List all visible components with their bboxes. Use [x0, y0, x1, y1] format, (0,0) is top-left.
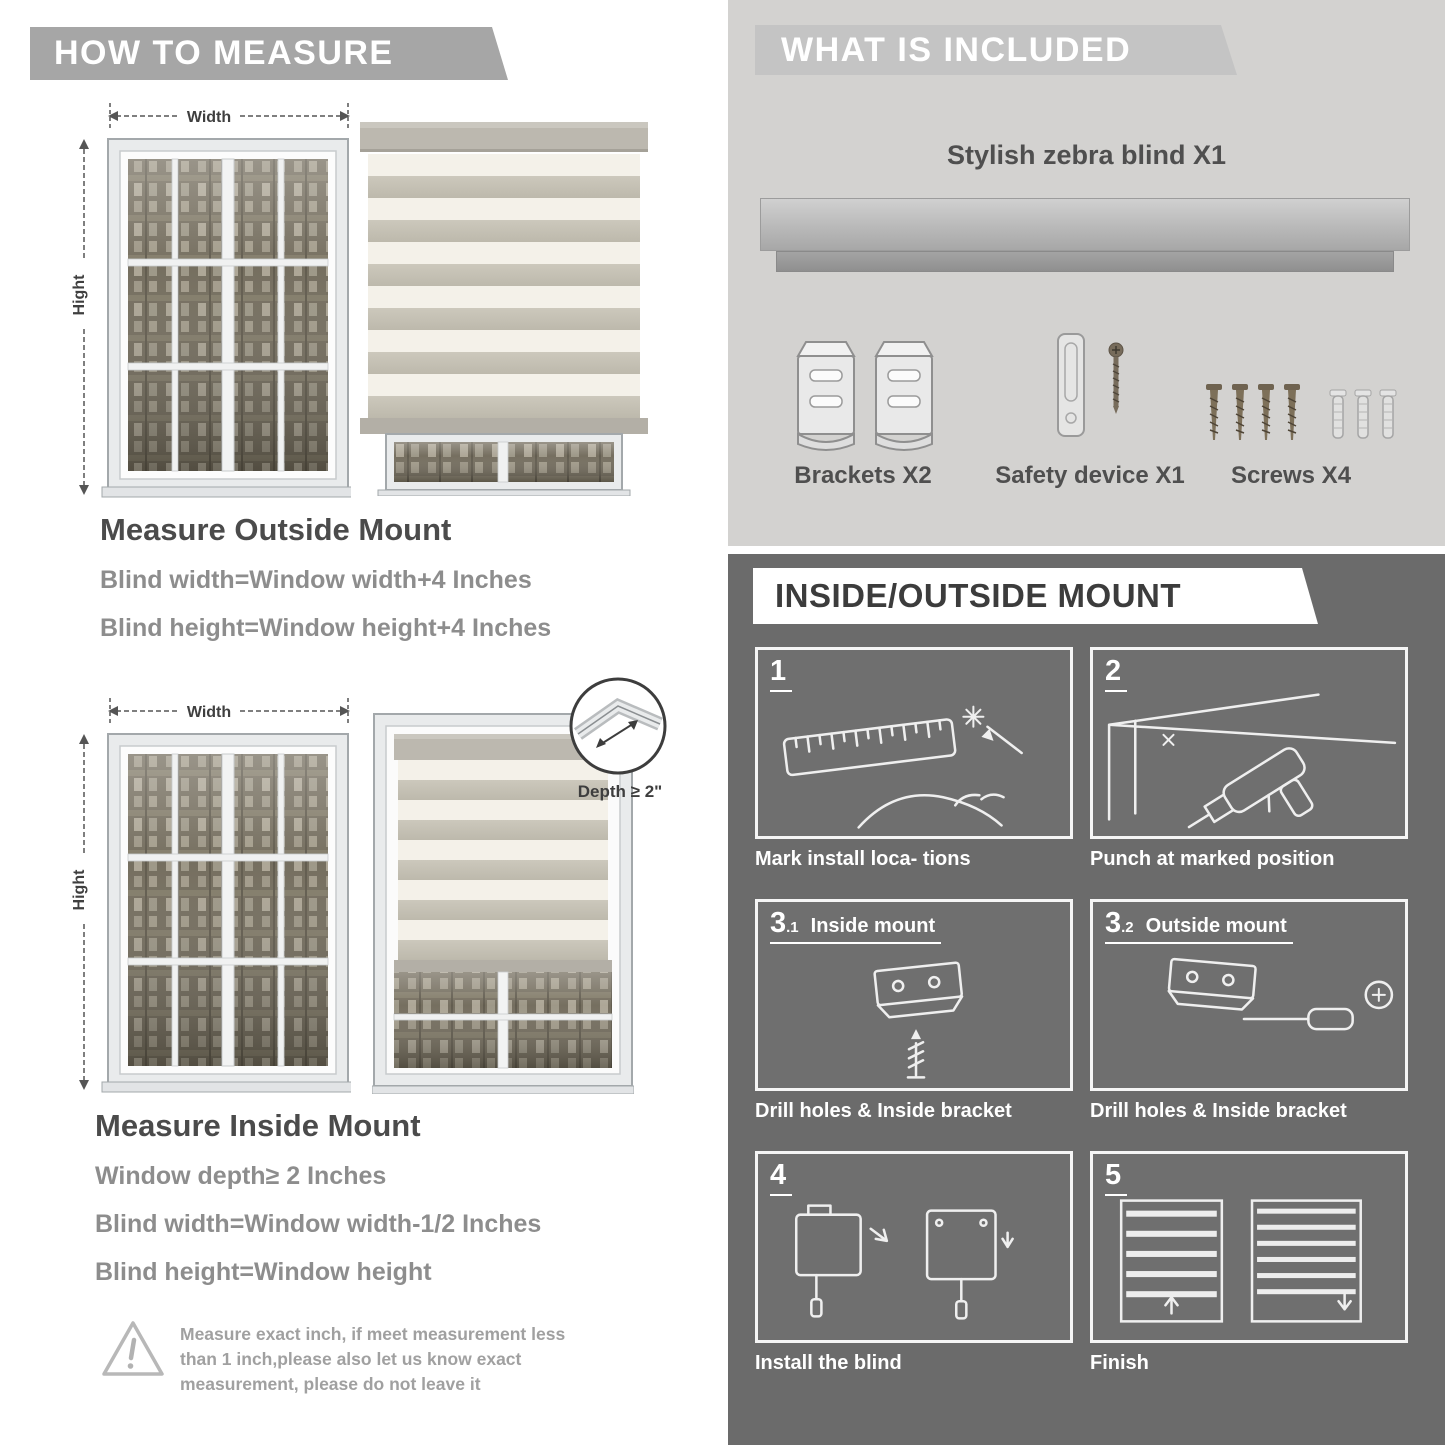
step-5-caption: Finish — [1090, 1352, 1149, 1374]
what-is-included-banner: WHAT IS INCLUDED — [755, 25, 1237, 75]
screws-icon — [1205, 383, 1397, 441]
inside-width-formula: Blind width=Window width-1/2 Inches — [95, 1210, 542, 1238]
blind-item-title: Stylish zebra blind X1 — [946, 140, 1227, 170]
safety-device-icon — [1057, 333, 1124, 437]
inside-mount-formulas: Window depth≥ 2 Inches Blind width=Windo… — [95, 1152, 541, 1296]
inside-mount-heading: Measure Inside Mount — [95, 1108, 421, 1143]
zebra-blind-illustration-inside — [372, 713, 634, 1094]
finished-blinds-illustration — [1119, 1199, 1362, 1323]
outside-height-formula: Blind height=Window height+4 Inches — [100, 614, 552, 642]
step-2-number: 2 — [1105, 655, 1128, 692]
step-1-number: 1 — [770, 655, 793, 692]
screws-label: Screws X4 — [1230, 462, 1352, 489]
how-to-measure-banner: HOW TO MEASURE — [30, 27, 508, 80]
what-is-included-section: WHAT IS INCLUDED Stylish zebra blind X1 — [728, 0, 1445, 546]
outside-bracket-illustration — [1167, 957, 1394, 1031]
mount-banner: INSIDE/OUTSIDE MOUNT — [753, 568, 1318, 624]
step-panel-5: 5 — [1090, 1151, 1408, 1375]
drill-ceiling-illustration — [1107, 693, 1397, 829]
step-panel-3-2: 3.2 Outside mount — [1090, 899, 1408, 1123]
step-panel-1: 1 Mark install loca — [755, 647, 1073, 871]
step-4-caption: Install the blind — [755, 1352, 902, 1374]
outside-mount-heading: Measure Outside Mount — [100, 512, 452, 547]
width-arrow-label: Width — [187, 109, 231, 126]
step-panel-3-1: 3.1 Inside mount — [755, 899, 1073, 1123]
inside-height-formula: Blind height=Window height — [95, 1258, 432, 1286]
outside-width-formula: Blind width=Window width+4 Inches — [100, 566, 532, 594]
step-4-number: 4 — [770, 1159, 793, 1196]
step-3-2-number: 3.2 Outside mount — [1105, 907, 1293, 944]
how-to-measure-title: HOW TO MEASURE — [54, 34, 394, 72]
step-2-caption: Punch at marked position — [1090, 848, 1335, 870]
step-1-caption: Mark install loca- tions — [755, 848, 971, 870]
mark-locations-illustration — [782, 705, 1023, 829]
width-arrow-label: Width — [187, 704, 231, 721]
depth-callout-icon — [569, 677, 667, 775]
outside-mount-formulas: Blind width=Window width+4 Inches Blind … — [100, 556, 551, 652]
warning-icon — [102, 1321, 164, 1376]
window-illustration-inside: Width Hight — [71, 698, 351, 1093]
mount-banner-title: INSIDE/OUTSIDE MOUNT — [775, 577, 1182, 614]
brackets-label: Brackets X2 — [794, 462, 932, 489]
step-panel-2: 2 — [1090, 647, 1408, 871]
window-illustration-outside: Width Hight — [71, 103, 351, 498]
height-arrow-label: Hight — [71, 869, 88, 911]
headrail-bottom-bar — [776, 251, 1394, 272]
what-is-included-title: WHAT IS INCLUDED — [781, 31, 1132, 69]
measure-warning-note: Measure exact inch, if meet measurement … — [180, 1324, 566, 1394]
step-5-number: 5 — [1105, 1159, 1128, 1196]
height-arrow-label: Hight — [71, 274, 88, 316]
brackets-icon — [797, 341, 933, 451]
mount-steps-section: INSIDE/OUTSIDE MOUNT 1 — [728, 554, 1445, 1445]
inside-mount-label: Inside mount — [810, 915, 936, 937]
step-panel-4: 4 — [755, 1151, 1073, 1375]
headrail-illustration — [760, 198, 1410, 251]
install-blind-illustration — [794, 1204, 1014, 1320]
step-3-2-caption: Drill holes & Inside bracket — [1090, 1100, 1347, 1122]
outside-mount-label: Outside mount — [1145, 915, 1287, 937]
inside-bracket-illustration — [873, 961, 964, 1079]
step-3-1-caption: Drill holes & Inside bracket — [755, 1100, 1012, 1122]
safety-device-label: Safety device X1 — [995, 462, 1185, 489]
zebra-blind-illustration-outside — [360, 122, 648, 496]
step-3-1-number: 3.1 Inside mount — [770, 907, 942, 944]
inside-depth-rule: Window depth≥ 2 Inches — [95, 1162, 387, 1190]
depth-label: Depth ≥ 2" — [577, 782, 663, 801]
